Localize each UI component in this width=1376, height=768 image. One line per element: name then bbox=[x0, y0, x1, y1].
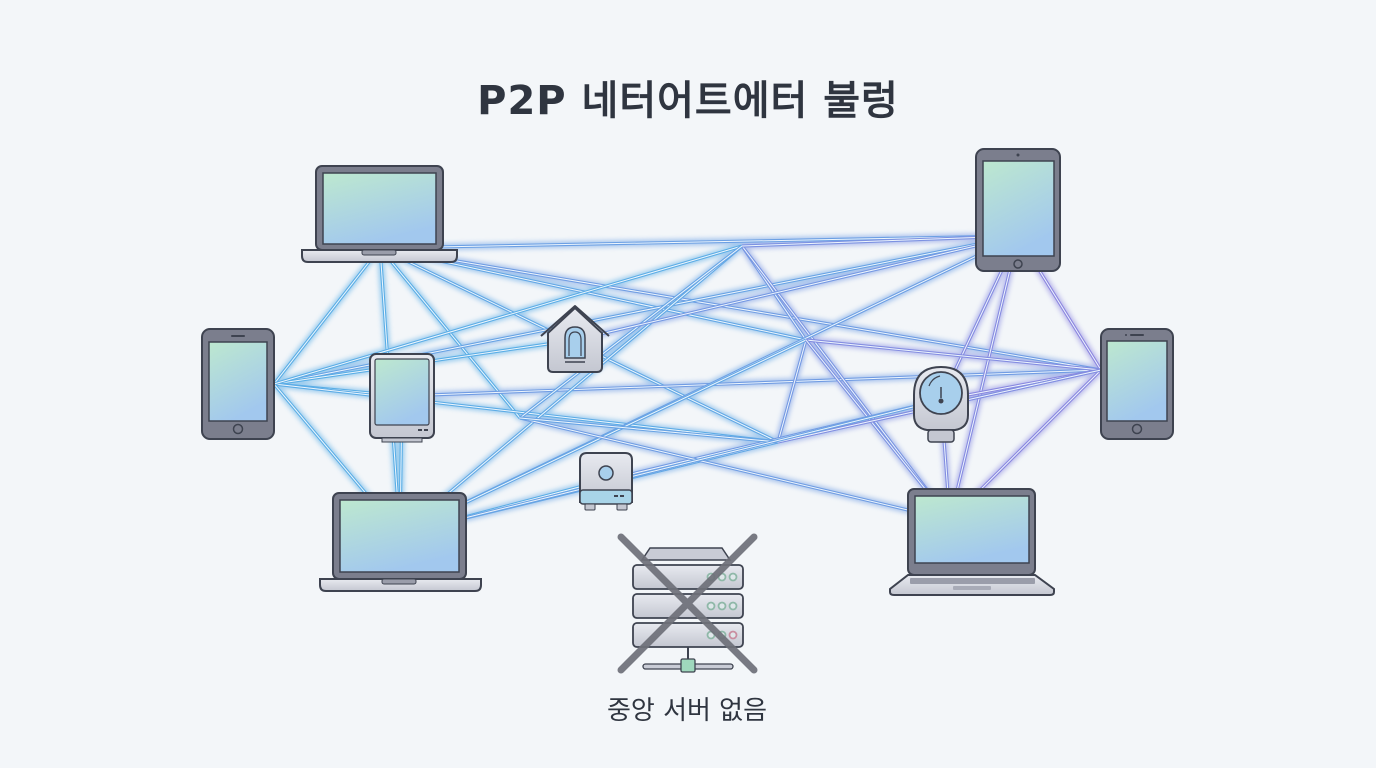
connection-highlight bbox=[379, 247, 807, 341]
thermostat-icon bbox=[913, 365, 969, 443]
no-central-server-caption: 중앙 서버 없음 bbox=[0, 690, 1376, 727]
diagram-title: P2P 네터어트에터 불렁 bbox=[477, 78, 899, 124]
laptop-icon bbox=[889, 488, 1055, 596]
laptop-icon bbox=[319, 492, 482, 592]
connection-highlight bbox=[399, 399, 942, 535]
server-status-light bbox=[728, 572, 738, 582]
smart-speaker-icon bbox=[579, 452, 633, 511]
connection-highlight bbox=[777, 339, 807, 443]
connection-highlight bbox=[741, 235, 1019, 247]
caption-text: 중앙 서버 없음 bbox=[606, 696, 768, 726]
server-status-light bbox=[717, 601, 727, 611]
server-status-light bbox=[728, 601, 738, 611]
server-status-light bbox=[728, 630, 738, 640]
smartphone-icon bbox=[1100, 328, 1174, 440]
connection-highlight bbox=[805, 339, 1102, 371]
connection-highlight bbox=[519, 417, 951, 521]
connection-highlight bbox=[574, 235, 1019, 341]
laptop-icon bbox=[301, 165, 458, 263]
tablet-icon bbox=[975, 148, 1061, 272]
smart-home-icon bbox=[540, 305, 610, 373]
connection-highlight bbox=[273, 245, 743, 385]
connection-highlight bbox=[399, 245, 743, 535]
connection-highlight bbox=[379, 247, 1102, 371]
smartphone-icon bbox=[201, 328, 275, 440]
connection-highlight bbox=[949, 235, 1019, 521]
small-tablet-icon bbox=[369, 353, 435, 443]
server-status-light bbox=[706, 601, 716, 611]
connection-highlight bbox=[379, 235, 1019, 249]
connection-highlight bbox=[273, 247, 381, 385]
connection-highlight bbox=[519, 417, 779, 443]
connection-highlight bbox=[519, 245, 743, 419]
cross-out-icon bbox=[617, 533, 758, 674]
